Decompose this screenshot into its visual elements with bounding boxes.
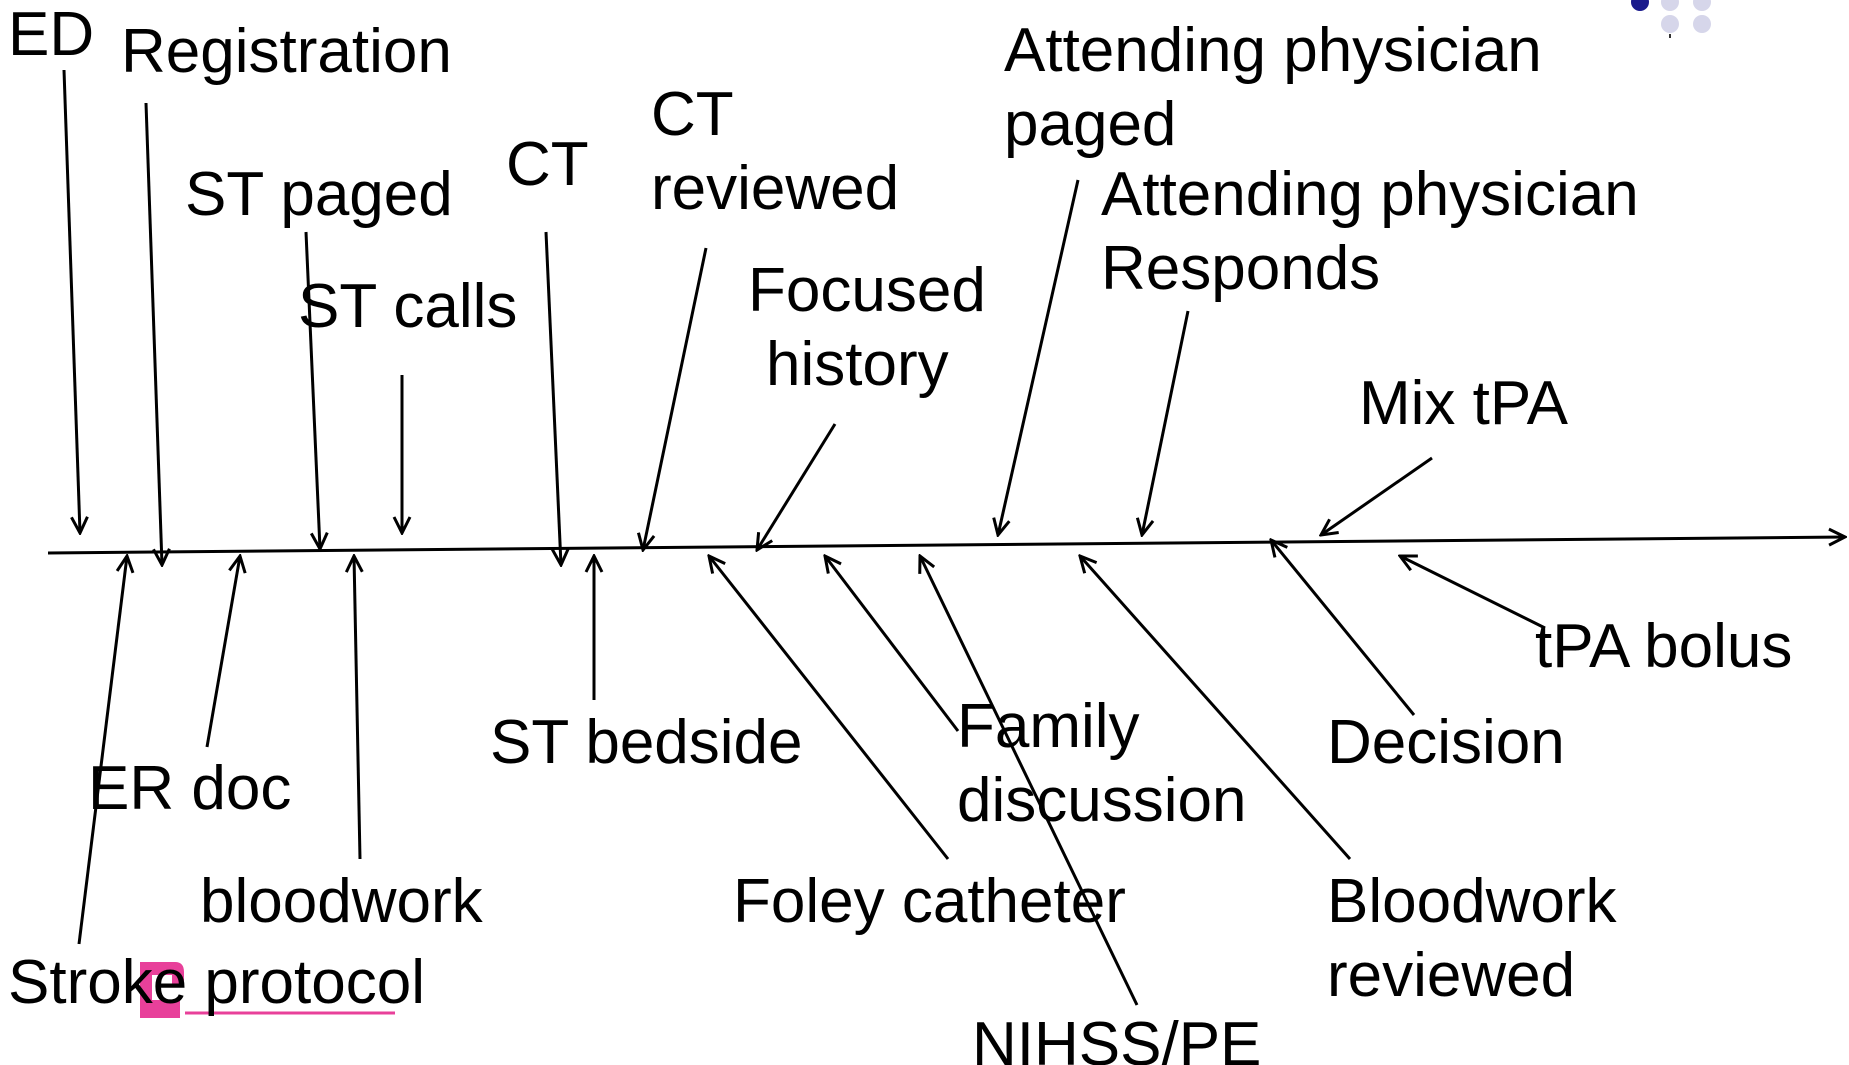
corner-decoration	[1631, 0, 1711, 38]
arrow-decision	[1271, 540, 1416, 716]
event-ct: CT	[506, 130, 589, 565]
arrow-stroke-protocol	[77, 556, 127, 945]
event-attending-paged: Attending physician paged	[998, 16, 1559, 535]
event-label-ed: ED	[8, 0, 94, 69]
event-focused-history: Focused history	[748, 256, 1003, 550]
event-label-mix-tpa: Mix tPA	[1359, 369, 1569, 438]
arrow-registration	[144, 102, 162, 565]
event-label-attending-paged: Attending physician paged	[1004, 16, 1559, 159]
event-bloodwork-reviewed: Bloodwork reviewed	[1080, 556, 1634, 1010]
event-foley-catheter: Foley catheter	[709, 556, 1126, 936]
arrow-mix-tpa	[1321, 456, 1433, 535]
arrow-st-paged	[304, 231, 320, 549]
event-label-st-paged: ST paged	[185, 160, 453, 229]
event-label-decision: Decision	[1327, 708, 1565, 777]
event-st-calls: ST calls	[298, 272, 517, 533]
event-decision: Decision	[1271, 540, 1565, 777]
event-attending-responds: Attending physician Responds	[1101, 160, 1656, 535]
event-bloodwork: bloodwork	[200, 556, 484, 936]
arrow-foley-catheter	[709, 556, 950, 860]
event-label-tpa-bolus: tPA bolus	[1535, 612, 1792, 681]
event-nihss-pe: NIHSS/PE	[920, 556, 1261, 1065]
event-st-paged: ST paged	[185, 160, 453, 549]
event-label-er-doc: ER doc	[88, 754, 291, 823]
arrow-focused-history	[757, 423, 837, 550]
event-stroke-protocol: Stroke protocol	[8, 556, 425, 1017]
event-label-foley-catheter: Foley catheter	[733, 867, 1126, 936]
event-label-stroke-protocol: Stroke protocol	[8, 948, 425, 1017]
event-tpa-bolus: tPA bolus	[1400, 556, 1792, 681]
event-label-attending-responds: Attending physician Responds	[1101, 160, 1656, 303]
arrow-attending-paged	[998, 179, 1080, 535]
event-registration: Registration	[121, 17, 452, 565]
event-label-ct-reviewed: CT reviewed	[651, 80, 899, 223]
event-mix-tpa: Mix tPA	[1321, 369, 1569, 535]
event-st-bedside: ST bedside	[490, 556, 803, 777]
arrow-family-discussion	[825, 556, 960, 732]
arrow-tpa-bolus	[1400, 556, 1546, 630]
event-family-discussion: Family discussion	[825, 556, 1246, 835]
event-label-st-bedside: ST bedside	[490, 708, 803, 777]
arrow-ed	[62, 69, 80, 533]
event-er-doc: ER doc	[88, 556, 291, 823]
event-ed: ED	[8, 0, 94, 533]
arrow-nihss-pe	[920, 556, 1139, 1006]
arrow-ct-reviewed	[643, 247, 708, 550]
event-label-family-discussion: Family discussion	[957, 692, 1246, 835]
arrow-bloodwork-reviewed	[1080, 556, 1352, 860]
arrow-er-doc	[205, 556, 240, 748]
event-label-bloodwork-reviewed: Bloodwork reviewed	[1327, 867, 1634, 1010]
event-label-bloodwork: bloodwork	[200, 867, 484, 936]
timeline-axis	[47, 537, 1845, 555]
event-label-st-calls: ST calls	[298, 272, 517, 341]
arrow-attending-responds	[1142, 310, 1190, 535]
arrow-bloodwork	[354, 556, 360, 860]
event-label-nihss-pe: NIHSS/PE	[972, 1010, 1261, 1065]
event-label-focused-history: Focused history	[748, 256, 1003, 399]
event-label-ct: CT	[506, 130, 589, 199]
event-label-registration: Registration	[121, 17, 452, 86]
event-ct-reviewed: CT reviewed	[643, 80, 899, 550]
logo-watermark	[140, 962, 395, 1018]
arrow-ct	[544, 231, 561, 565]
